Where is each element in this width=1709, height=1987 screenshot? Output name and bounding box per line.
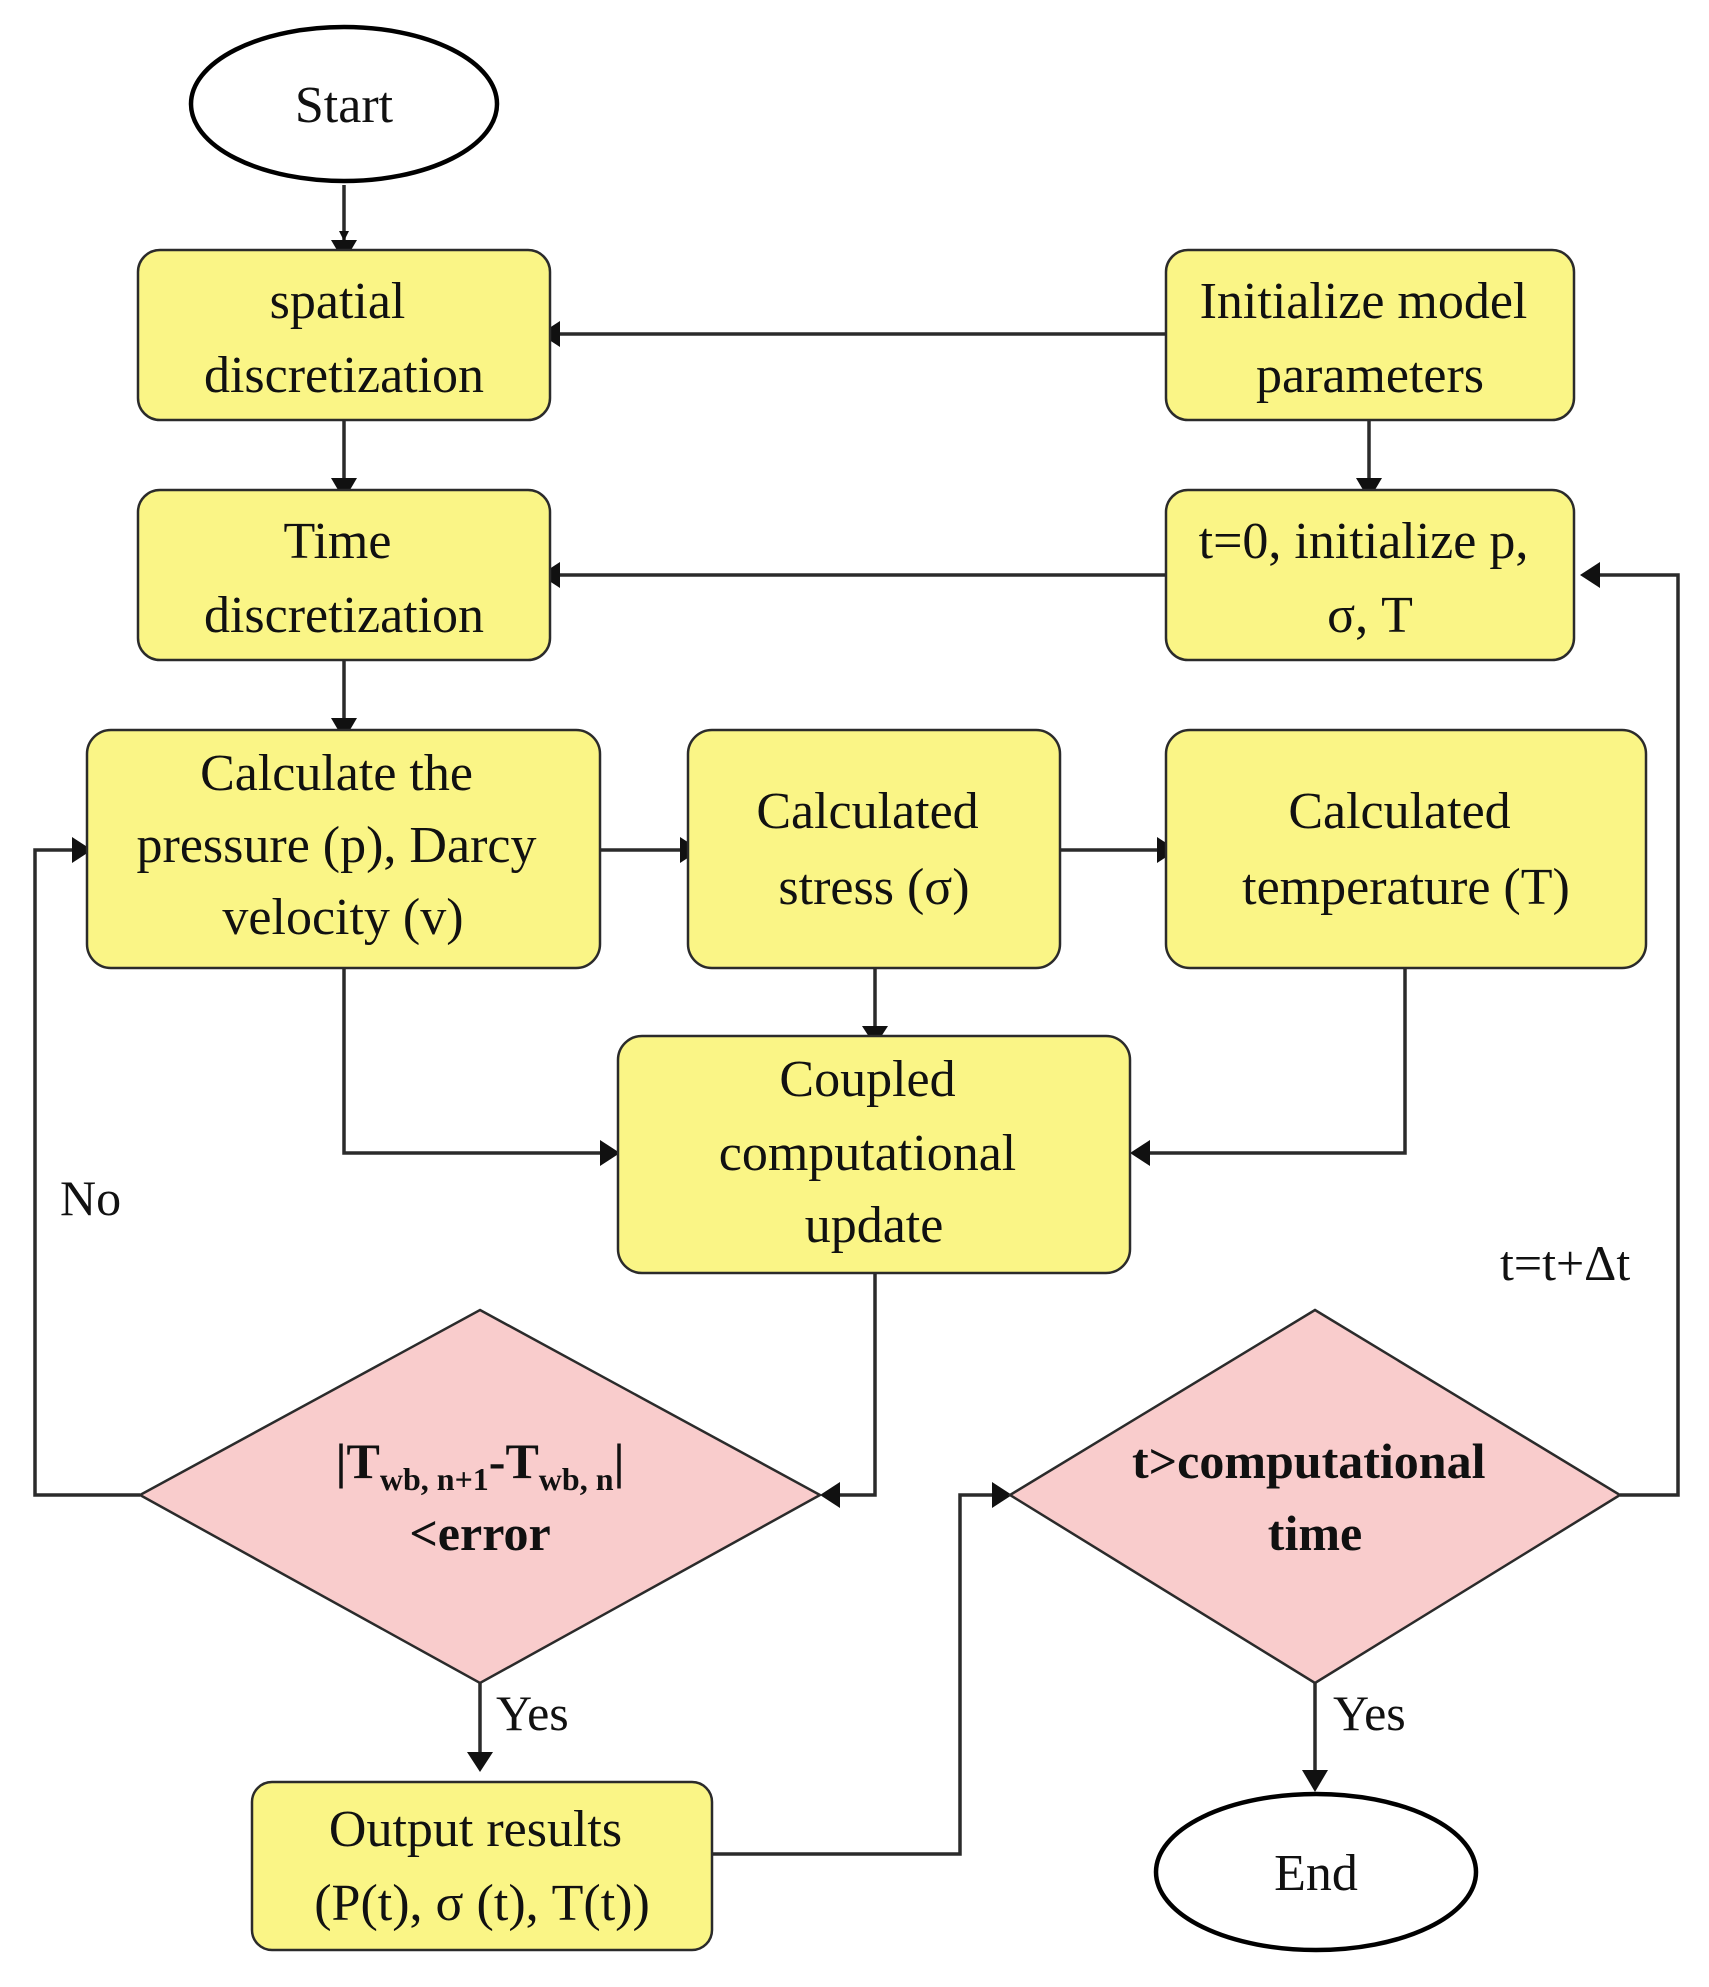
arrowhead-right	[992, 1482, 1012, 1508]
calculated-stress-rect	[686, 728, 1062, 970]
calculate-pressure-label: Calculate the pressure (p), Darcy veloci…	[137, 745, 550, 946]
arrow-coupled-to-decision	[830, 1273, 877, 1497]
output-results-box: Output results (P(t), σ (t), T(t))	[250, 1780, 714, 1952]
spatial-discretization-rect	[136, 248, 552, 422]
calculate-pressure-rect	[85, 728, 602, 970]
time-discretization-rect	[136, 488, 552, 662]
arrowhead-left	[1130, 1140, 1150, 1166]
arrowheads	[72, 240, 1600, 1792]
end-node: End	[1153, 1791, 1479, 1953]
calculated-temperature-box: Calculated temperature (T)	[1164, 728, 1648, 970]
end-ellipse	[1153, 1791, 1479, 1953]
coupled-update-rect	[616, 1034, 1132, 1275]
arrowhead-right	[72, 837, 92, 863]
arrow-pressure-to-coupled	[342, 968, 610, 1155]
start-ellipse	[188, 24, 500, 184]
coupled-update-box: Coupled computational update	[616, 1034, 1132, 1275]
yes-label-error: Yes	[496, 1685, 569, 1741]
initialize-parameters-box: Initialize model parameters	[1164, 248, 1576, 422]
end-label: End	[1274, 1845, 1358, 1902]
spatial-discretization-box: spatial discretization	[136, 248, 552, 422]
t0-initialize-box: t=0, initialize p, σ, T	[1164, 488, 1576, 662]
calculated-temperature-rect	[1164, 728, 1648, 970]
no-label: No	[60, 1170, 121, 1226]
start-label: Start	[295, 77, 394, 134]
time-discretization-label: Time discretization	[204, 513, 484, 644]
start-node: Start	[188, 24, 500, 184]
arrow-output-to-timecheck	[712, 1493, 1000, 1856]
arrow-no-loop	[33, 848, 140, 1497]
t0-initialize-rect	[1164, 488, 1576, 662]
coupled-update-label: Coupled computational update	[719, 1051, 1029, 1254]
calculated-temperature-label: Calculated temperature (T)	[1242, 783, 1570, 916]
initialize-parameters-rect	[1164, 248, 1576, 422]
output-results-label: Output results (P(t), σ (t), T(t))	[314, 1801, 650, 1932]
arrow-temp-to-coupled	[1140, 968, 1407, 1155]
spatial-discretization-label: spatial discretization	[204, 273, 484, 404]
calculate-pressure-box: Calculate the pressure (p), Darcy veloci…	[85, 728, 602, 970]
arrowhead-down	[467, 1752, 493, 1772]
arrowhead-left	[1580, 562, 1600, 588]
time-discretization-box: Time discretization	[136, 488, 552, 662]
output-results-rect	[250, 1780, 714, 1952]
time-decision-label: t>computational time	[1132, 1433, 1498, 1561]
calculated-stress-box: Calculated stress (σ)	[686, 728, 1062, 970]
arrowhead-right	[600, 1140, 620, 1166]
time-decision: t>computational time	[1007, 1308, 1623, 1685]
connectors	[33, 185, 1680, 1856]
yes-label-time: Yes	[1333, 1685, 1406, 1741]
arrowhead-down	[1302, 1770, 1328, 1792]
calculated-stress-label: Calculated stress (σ)	[756, 783, 991, 916]
error-decision: |Twb, n+1-Twb, n| <error	[137, 1308, 823, 1685]
t0-initialize-label: t=0, initialize p, σ, T	[1199, 513, 1542, 644]
arrow-increment-loop	[1590, 573, 1680, 1497]
time-decision-diamond	[1007, 1308, 1623, 1685]
increment-label: t=t+Δt	[1500, 1235, 1630, 1291]
error-decision-diamond	[137, 1308, 823, 1685]
initialize-parameters-label: Initialize model parameters	[1200, 273, 1541, 404]
error-decision-expression: |Twb, n+1-Twb, n|	[335, 1433, 624, 1497]
error-decision-line2: <error	[409, 1505, 550, 1561]
arrowhead-left	[820, 1482, 840, 1508]
